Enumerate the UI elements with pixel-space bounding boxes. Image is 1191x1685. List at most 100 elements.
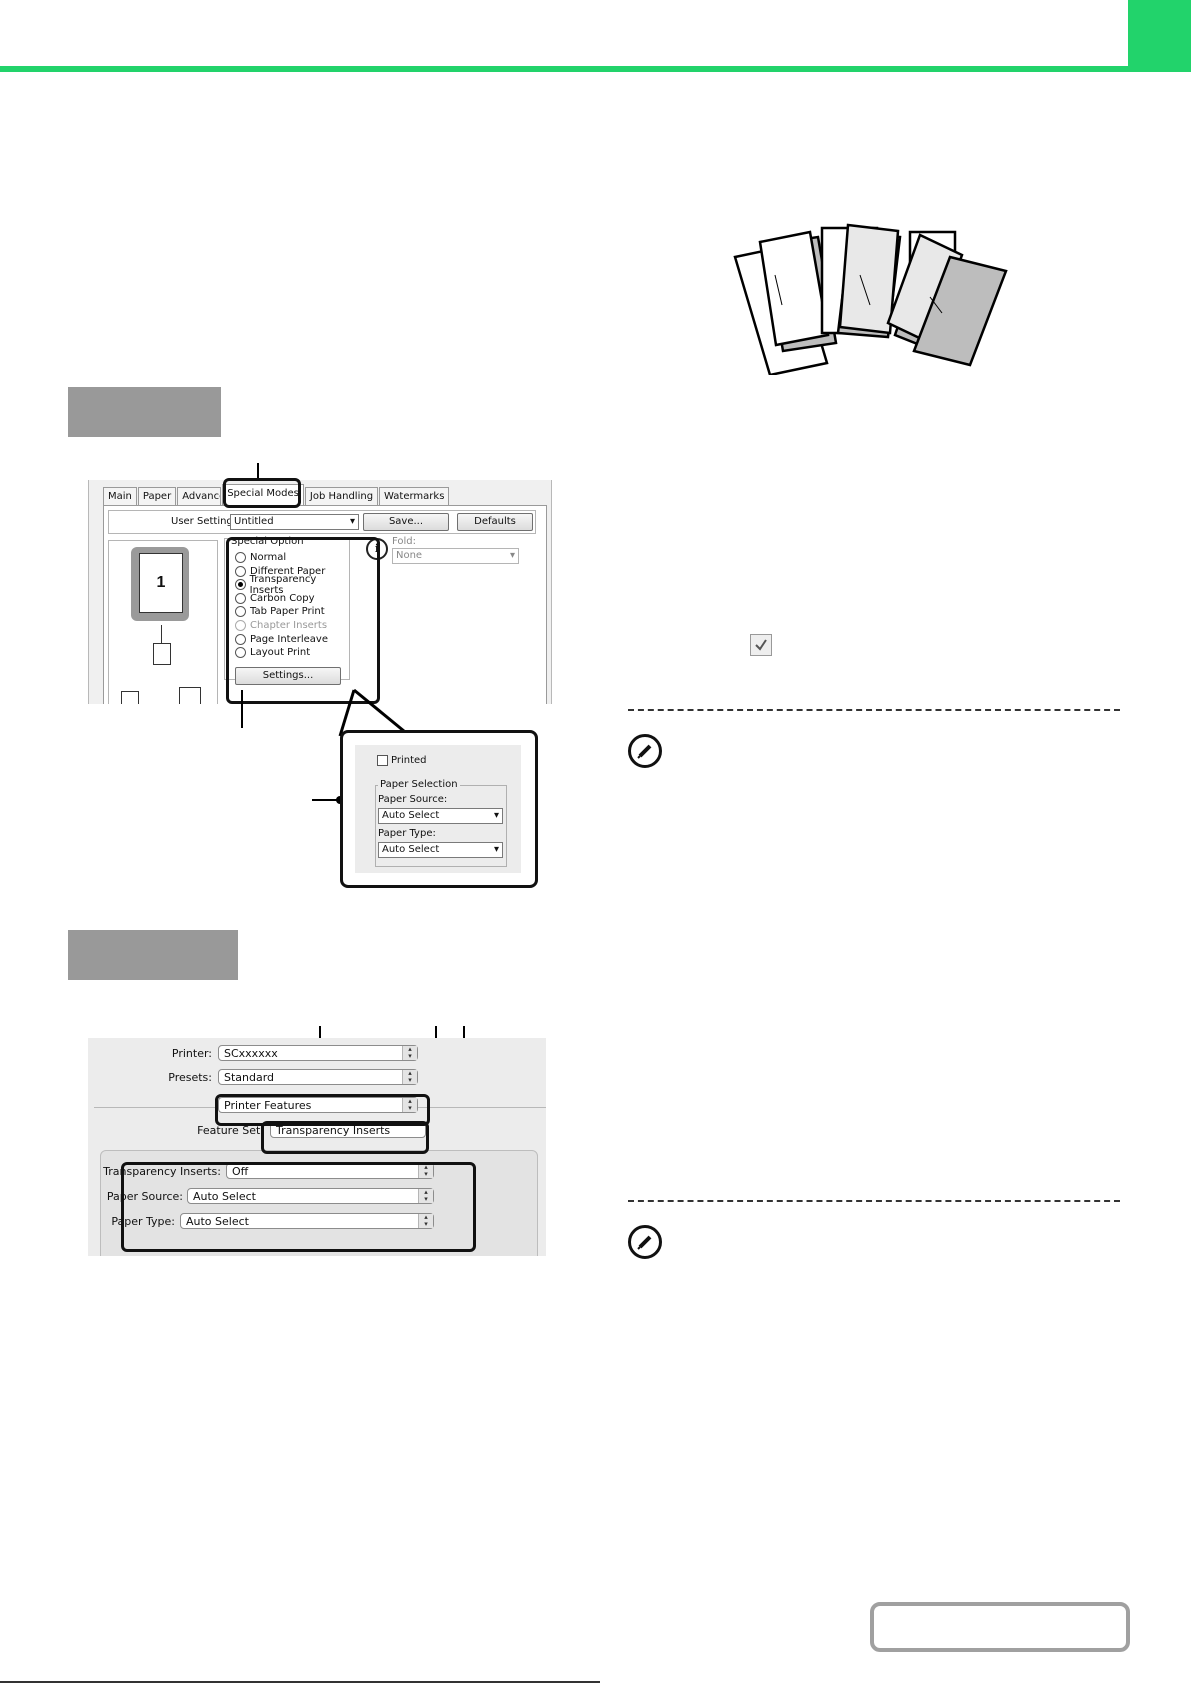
step-block-2 bbox=[68, 930, 238, 980]
tab-special-modes[interactable]: Special Modes bbox=[222, 484, 304, 506]
paper-source-select[interactable]: Auto Select ▾ bbox=[378, 808, 503, 824]
highlight-printer-features bbox=[215, 1094, 430, 1126]
paper-source-popup[interactable]: Auto Select ▴▾ bbox=[187, 1188, 434, 1204]
note-divider-1 bbox=[628, 709, 1120, 711]
header-corner-block bbox=[1128, 0, 1191, 72]
highlight-special-modes-tab bbox=[223, 478, 301, 508]
special-option-radio[interactable]: Different Paper bbox=[235, 565, 325, 578]
printed-checkbox-row[interactable]: Printed bbox=[377, 755, 427, 766]
printer-label: Printer: bbox=[171, 1047, 212, 1060]
highlight-special-option-group bbox=[226, 537, 380, 704]
user-settings-select[interactable]: Untitled ▾ bbox=[230, 514, 359, 530]
note-divider-2 bbox=[628, 1200, 1120, 1202]
radio-button bbox=[235, 620, 246, 631]
transparency-inserts-label: Transparency Inserts: bbox=[103, 1165, 221, 1178]
feature-options-box: Transparency Inserts: Off ▴▾ Paper Sourc… bbox=[100, 1150, 538, 1256]
zoom-connector bbox=[241, 688, 411, 804]
presets-popup[interactable]: Standard ▴▾ bbox=[218, 1069, 418, 1085]
radio-button[interactable] bbox=[235, 633, 246, 645]
save-button[interactable]: Save... bbox=[363, 513, 449, 531]
paper-type-value: Auto Select bbox=[186, 1215, 249, 1228]
radio-label: Transparency Inserts bbox=[249, 573, 317, 596]
special-option-radio[interactable]: Page Interleave bbox=[235, 633, 328, 646]
printed-checkbox[interactable] bbox=[377, 755, 388, 766]
radio-button[interactable] bbox=[235, 592, 246, 604]
special-option-radio[interactable]: Carbon Copy bbox=[235, 592, 315, 605]
radio-button[interactable] bbox=[235, 552, 246, 563]
header-bar bbox=[0, 66, 1128, 72]
radio-label: Page Interleave bbox=[250, 633, 328, 645]
user-settings-value: Untitled bbox=[234, 516, 274, 527]
document-icon bbox=[153, 643, 171, 665]
contents-button[interactable] bbox=[870, 1602, 1130, 1652]
chevron-down-icon: ▾ bbox=[493, 810, 499, 821]
radio-button[interactable] bbox=[235, 579, 246, 591]
updown-arrows-icon: ▴▾ bbox=[402, 1046, 417, 1060]
page-preview: 1 bbox=[139, 553, 183, 613]
paper-source-label: Paper Source: bbox=[378, 794, 448, 805]
radio-button[interactable] bbox=[235, 606, 246, 618]
radio-label: Layout Print bbox=[250, 647, 311, 659]
tab-bar: Main Paper Advanced Special Modes Job Ha… bbox=[103, 484, 450, 506]
panel-value: Printer Features bbox=[224, 1099, 312, 1112]
transparency-settings-panel: Printed Paper Selection Paper Source: Au… bbox=[355, 745, 521, 873]
radio-button[interactable] bbox=[235, 647, 246, 659]
radio-label: Chapter Inserts bbox=[250, 620, 328, 631]
paper-type-label: Paper Type: bbox=[378, 828, 436, 839]
tab-job-handling[interactable]: Job Handling bbox=[304, 487, 379, 506]
printer-popup[interactable]: SCxxxxxx ▴▾ bbox=[218, 1045, 418, 1061]
chevron-down-icon: ▾ bbox=[509, 550, 515, 561]
updown-arrows-icon: ▴▾ bbox=[418, 1164, 433, 1178]
chevron-down-icon: ▾ bbox=[349, 516, 355, 527]
paper-selection-title: Paper Selection bbox=[378, 779, 460, 790]
tab-paper[interactable]: Paper bbox=[137, 487, 177, 506]
paper-type-select[interactable]: Auto Select ▾ bbox=[378, 842, 503, 858]
paper-type-popup[interactable]: Auto Select ▴▾ bbox=[180, 1213, 434, 1229]
fold-label: Fold: bbox=[392, 536, 417, 547]
paper-source-value: Auto Select bbox=[382, 810, 440, 821]
presets-label: Presets: bbox=[168, 1071, 212, 1084]
footer-line bbox=[0, 1681, 600, 1683]
radio-button[interactable] bbox=[235, 565, 246, 577]
radio-label: Carbon Copy bbox=[250, 592, 315, 604]
paper-source-label: Paper Source: bbox=[106, 1190, 183, 1203]
transparency-inserts-value: Off bbox=[232, 1165, 249, 1178]
special-option-radio[interactable]: Layout Print bbox=[235, 646, 310, 659]
user-settings-label: User Settings: bbox=[171, 516, 242, 527]
fold-select[interactable]: None ▾ bbox=[392, 548, 519, 564]
radio-label: Tab Paper Print bbox=[250, 606, 325, 618]
fold-value: None bbox=[396, 550, 423, 561]
chevron-down-icon: ▾ bbox=[493, 844, 499, 855]
transparency-sheets-illustration bbox=[733, 223, 1008, 375]
tab-advanced[interactable]: Advanced bbox=[177, 487, 222, 506]
updown-arrows-icon: ▴▾ bbox=[418, 1214, 433, 1228]
preview-area: 1 bbox=[108, 540, 218, 704]
panel-popup[interactable]: Printer Features ▴▾ bbox=[218, 1097, 418, 1113]
note-pencil-icon bbox=[628, 734, 662, 768]
tab-watermarks[interactable]: Watermarks bbox=[379, 487, 450, 506]
highlight-feature-options bbox=[121, 1162, 476, 1252]
paper-type-value: Auto Select bbox=[382, 844, 440, 855]
special-option-radio[interactable]: Tab Paper Print bbox=[235, 605, 325, 618]
feature-set-label: Feature Set: bbox=[197, 1124, 264, 1137]
printer-value: SCxxxxxx bbox=[224, 1047, 278, 1060]
radio-label: Normal bbox=[250, 552, 287, 563]
updown-arrows-icon: ▴▾ bbox=[402, 1070, 417, 1084]
presets-value: Standard bbox=[224, 1071, 275, 1084]
tab-main[interactable]: Main bbox=[103, 487, 137, 506]
updown-arrows-icon: ▴▾ bbox=[418, 1189, 433, 1203]
settings-button[interactable]: Settings... bbox=[235, 667, 341, 685]
highlight-feature-set bbox=[261, 1121, 429, 1154]
special-option-radio[interactable]: Normal bbox=[235, 551, 286, 564]
special-option-radio: Chapter Inserts bbox=[235, 619, 327, 632]
printed-label: Printed bbox=[391, 755, 427, 766]
special-option-radio[interactable]: Transparency Inserts bbox=[235, 574, 349, 596]
feature-set-value: Transparency Inserts bbox=[276, 1124, 391, 1137]
user-settings-group: User Settings: Untitled ▾ Save... Defaul… bbox=[108, 510, 536, 534]
special-option-title: Special Option bbox=[229, 536, 306, 547]
defaults-button[interactable]: Defaults bbox=[457, 513, 533, 531]
radio-label: Different Paper bbox=[250, 565, 326, 577]
note-pencil-icon bbox=[628, 1225, 662, 1259]
paper-source-value: Auto Select bbox=[193, 1190, 256, 1203]
